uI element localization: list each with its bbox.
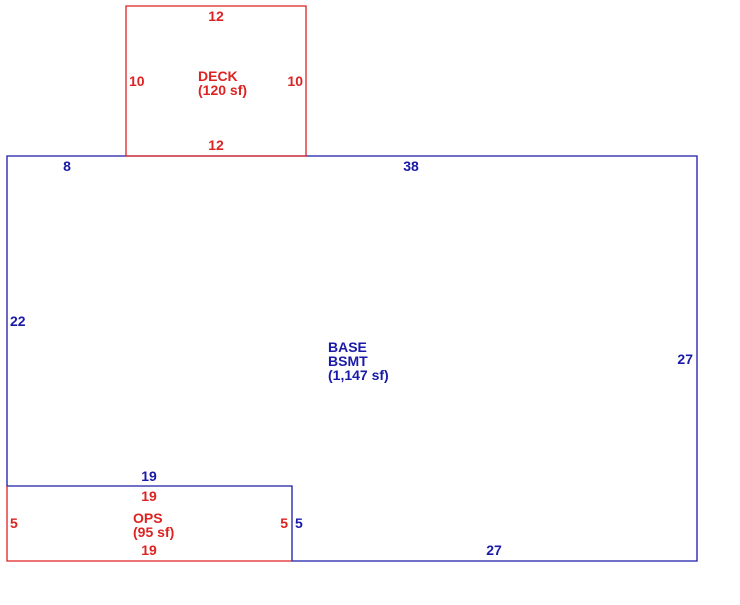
base-dim-bottom: 27 <box>486 542 502 558</box>
base-name-line2: BSMT <box>328 353 368 369</box>
base-dim-ops-right: 5 <box>295 515 303 531</box>
deck-area: (120 sf) <box>198 82 247 98</box>
base-name-line1: BASE <box>328 339 367 355</box>
base-basement-outline <box>6 155 698 562</box>
ops-dim-left: 5 <box>10 515 18 531</box>
deck-dim-bottom: 12 <box>208 137 224 153</box>
ops-outline <box>6 486 292 562</box>
deck-dim-right: 10 <box>287 73 303 89</box>
base-dim-top: 38 <box>403 158 419 174</box>
deck-dim-left: 10 <box>129 73 145 89</box>
ops-dim-right: 5 <box>280 515 288 531</box>
base-dim-top-left: 8 <box>63 158 71 174</box>
deck-name: DECK <box>198 68 238 84</box>
deck-outline <box>125 5 307 157</box>
ops-area: (95 sf) <box>133 524 174 540</box>
base-dim-ops-top: 19 <box>141 468 157 484</box>
base-dim-right: 27 <box>677 351 693 367</box>
deck-dim-top: 12 <box>208 8 224 24</box>
base-dim-left: 22 <box>10 313 26 329</box>
ops-dim-bottom: 19 <box>141 542 157 558</box>
ops-dim-top: 19 <box>141 488 157 504</box>
ops-name: OPS <box>133 510 163 526</box>
base-area: (1,147 sf) <box>328 367 389 383</box>
